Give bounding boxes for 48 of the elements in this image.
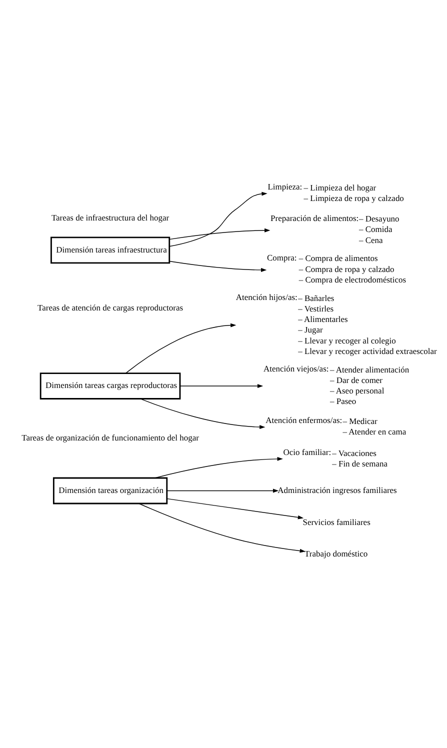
arrow — [125, 323, 236, 374]
node-label: – Cena — [359, 234, 383, 245]
arrow — [166, 488, 279, 493]
node-label: – Compra de alimentos — [298, 253, 378, 264]
node-text: Limpieza: — [268, 182, 302, 192]
node-label: – Medicar — [342, 416, 378, 426]
node-text: Preparación de alimentos: — [270, 212, 359, 223]
node-label: – Atender alimentación — [330, 364, 410, 374]
node-label: – Jugar — [298, 324, 323, 335]
node-text: Atención viejos/as: — [263, 364, 329, 374]
arrow — [169, 192, 268, 247]
node-text: Atención hijos/as: — [236, 292, 298, 302]
node-label: – Limpieza de ropa y calzado — [304, 193, 404, 204]
node-box: Dimensión tareas organización — [52, 477, 168, 504]
label: Tareas de infraestructura del hogar — [51, 212, 170, 223]
node-box: Dimensión tareas infraestructura — [50, 236, 170, 264]
arrow — [166, 498, 304, 520]
node-text: Ocio familiar: — [283, 447, 332, 458]
node-text: Compra: — [267, 252, 297, 263]
node-label: – Vacaciones — [332, 448, 376, 458]
arrow — [180, 384, 264, 388]
label: Tareas de organización de funcionamiento del hogar — [22, 432, 199, 443]
node-label: – Limpieza del hogar — [304, 182, 376, 192]
node-text: Servicios familiares — [302, 516, 370, 527]
node-box: Dimensión tareas cargas reproductoras — [40, 372, 181, 400]
node-label: – Llevar y recoger al colegio — [298, 335, 396, 346]
node-text: Atención enfermos/as: — [266, 415, 342, 426]
node-label: – Alimentarles — [298, 314, 348, 324]
node-label: – Fin de semana — [332, 458, 388, 468]
node-label: – Compra de ropa y calzado — [298, 264, 394, 274]
node-label: – Vestirles — [298, 303, 334, 314]
arrow — [169, 228, 270, 240]
label: Tareas de atención de cargas reproductoras — [38, 302, 184, 312]
node-label: – Dar de comer — [330, 374, 383, 385]
node-text: Trabajo doméstico — [304, 548, 368, 559]
arrow — [140, 398, 266, 429]
node-label: – Aseo personal — [330, 386, 384, 396]
node-label: – Comida — [359, 224, 392, 234]
arrow — [154, 456, 283, 478]
node-label: – Bañarles — [298, 292, 334, 303]
arrow — [169, 260, 267, 272]
arrow — [138, 503, 306, 553]
node-label: – Desayuno — [359, 214, 400, 224]
node-text: Administración ingresos familiares — [278, 484, 397, 495]
node-label: – Llevar y recoger actividad extraescolar — [298, 346, 437, 356]
node-label: – Paseo — [330, 396, 356, 406]
node-label: – Compra de electrodomésticos — [298, 274, 406, 284]
node-label: – Atender en cama — [342, 426, 406, 437]
